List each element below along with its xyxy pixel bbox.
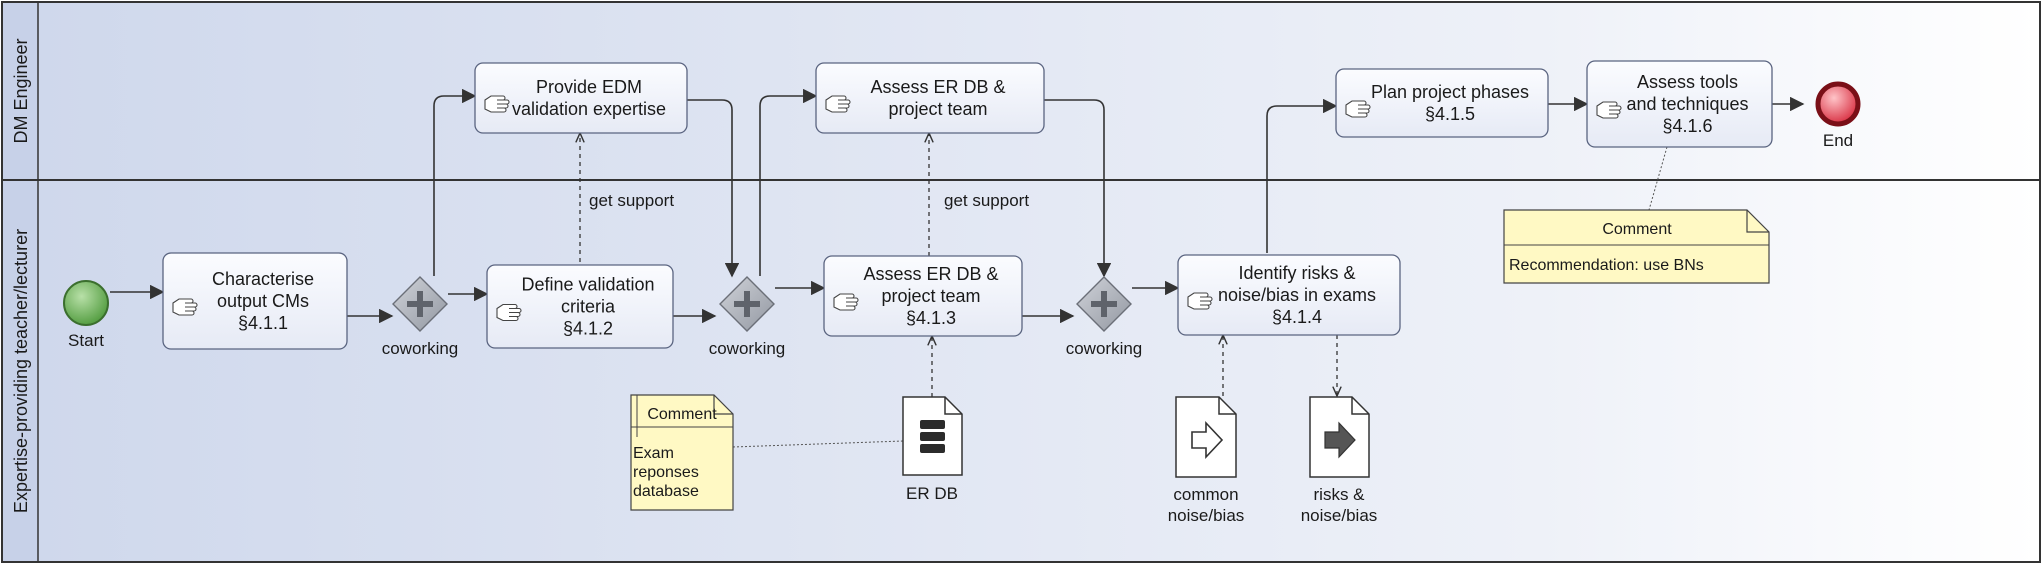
task-t412-line-2: §4.1.2 — [563, 319, 613, 339]
hand-icon — [1187, 292, 1213, 310]
task-t_er-line-0: Assess ER DB & — [870, 77, 1005, 97]
gateway-g1[interactable]: coworking — [382, 276, 459, 358]
task-t413-line-2: §4.1.3 — [906, 308, 956, 328]
comment-2-title: Comment — [1602, 221, 1672, 238]
hand-icon — [496, 303, 522, 322]
lane-label-exp: Expertise-providing teacher/lecturer — [11, 229, 31, 513]
gateways-group: coworking coworking coworking — [382, 276, 1143, 358]
plus-icon — [734, 291, 760, 317]
task-t411-line-0: Characterise — [212, 269, 314, 289]
associations — [580, 133, 1337, 397]
task-t414[interactable]: Identify risks &noise/bias in exams§4.1.… — [1177, 254, 1401, 336]
support-label-1: get support — [589, 191, 674, 210]
task-box — [486, 264, 674, 349]
gateway-g1-label: coworking — [382, 339, 459, 358]
task-box — [1335, 68, 1549, 138]
task-t415-line-1: §4.1.5 — [1425, 104, 1475, 124]
comment-recommendation[interactable]: Comment Recommendation: use BNs — [1503, 209, 1770, 284]
comment-2-line-1: Recommendation: use BNs — [1509, 257, 1704, 274]
hand-icon — [1596, 101, 1622, 119]
artifact-er-db[interactable]: ER DB — [902, 396, 963, 503]
hand-icon — [833, 293, 859, 311]
end-label: End — [1823, 131, 1853, 150]
task-t413-line-0: Assess ER DB & — [863, 264, 998, 284]
comment-1-line-2: reponses — [633, 464, 699, 481]
task-t415[interactable]: Plan project phases§4.1.5 — [1335, 68, 1549, 138]
hand-icon — [172, 298, 198, 316]
comment-links — [732, 146, 1668, 448]
task-t416-line-2: §4.1.6 — [1662, 116, 1712, 136]
gateway-g3[interactable]: coworking — [1066, 276, 1143, 358]
plus-icon — [1091, 291, 1117, 317]
task-t414-line-2: §4.1.4 — [1272, 307, 1322, 327]
task-t416-line-0: Assess tools — [1637, 72, 1738, 92]
task-t_edm-line-1: validation expertise — [512, 99, 666, 119]
support-label-2: get support — [944, 191, 1029, 210]
end-event[interactable]: End — [1815, 81, 1861, 150]
gateway-g2[interactable]: coworking — [709, 276, 786, 358]
flow-edm-g2 — [687, 99, 740, 278]
start-event[interactable]: Start — [63, 280, 109, 350]
hand-icon — [1345, 100, 1371, 118]
task-t413[interactable]: Assess ER DB &project team§4.1.3 — [823, 255, 1023, 337]
comment-exam-responses[interactable]: Comment Exam reponses database — [630, 394, 734, 511]
flow-g1-edm — [433, 88, 477, 276]
comment-1-title: Comment — [647, 406, 717, 423]
lane-dm-header — [3, 3, 38, 179]
flow-t414-t415 — [1266, 98, 1338, 253]
task-box — [815, 62, 1045, 134]
task-box — [823, 255, 1023, 337]
flow-g2-er — [759, 88, 818, 276]
task-t416-line-1: and techniques — [1626, 94, 1748, 114]
start-label: Start — [68, 331, 104, 350]
risks-noise-label-2: noise/bias — [1301, 506, 1378, 525]
flow-er-g3 — [1044, 99, 1112, 278]
task-t411-line-1: output CMs — [217, 291, 309, 311]
gateway-g2-label: coworking — [709, 339, 786, 358]
task-t_er-line-1: project team — [888, 99, 987, 119]
task-t_er[interactable]: Assess ER DB &project team — [815, 62, 1045, 134]
lane-exp-header — [3, 181, 38, 561]
task-t_edm-line-0: Provide EDM — [536, 77, 642, 97]
task-t411-line-2: §4.1.1 — [238, 313, 288, 333]
common-noise-label-1: common — [1173, 485, 1238, 504]
gateway-g3-label: coworking — [1066, 339, 1143, 358]
task-t412-line-0: Define validation — [521, 275, 654, 295]
output-arrow-icon — [1324, 421, 1356, 459]
comment-1-line-1: Exam — [633, 445, 674, 462]
task-box — [1586, 60, 1773, 148]
task-t415-line-0: Plan project phases — [1371, 82, 1529, 102]
artifact-common-noise[interactable]: common noise/bias — [1168, 396, 1245, 525]
task-box — [474, 62, 688, 134]
common-noise-label-2: noise/bias — [1168, 506, 1245, 525]
task-t414-line-0: Identify risks & — [1238, 263, 1355, 283]
input-arrow-icon — [1191, 420, 1224, 460]
task-t414-line-1: noise/bias in exams — [1218, 285, 1376, 305]
lane-label-dm: DM Engineer — [11, 38, 31, 143]
task-box — [162, 252, 348, 350]
artifact-risks-noise[interactable]: risks & noise/bias — [1301, 396, 1378, 525]
task-box — [1177, 254, 1401, 336]
risks-noise-label-1: risks & — [1314, 485, 1366, 504]
hand-icon — [825, 95, 851, 113]
database-icon — [920, 420, 945, 453]
task-t413-line-1: project team — [881, 286, 980, 306]
task-t412-line-1: criteria — [561, 297, 616, 317]
sequence-flows — [110, 88, 1805, 324]
hand-icon — [484, 95, 510, 113]
comment-1-line-3: database — [633, 483, 699, 500]
er-db-label: ER DB — [906, 484, 958, 503]
plus-icon — [407, 291, 433, 317]
